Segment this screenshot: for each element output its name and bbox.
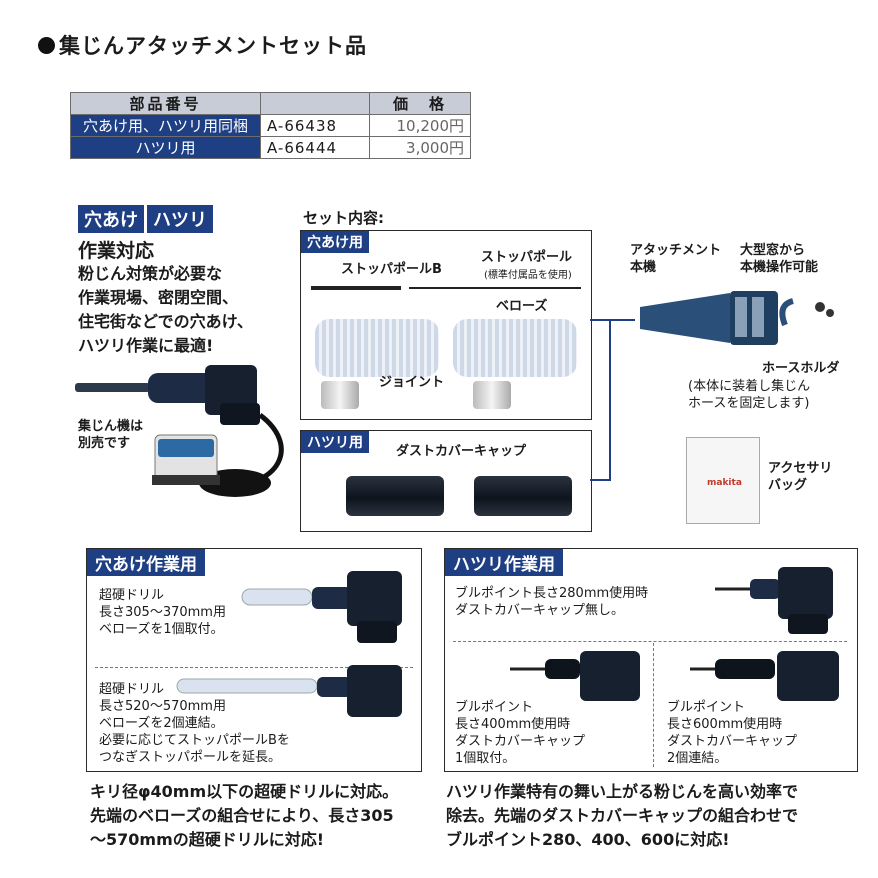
chip-case1-illustration xyxy=(715,567,833,634)
row-name: ハツリ用 xyxy=(70,136,261,159)
dust-cap-1 xyxy=(346,476,444,516)
attachment-illustration xyxy=(640,291,834,345)
dust-cap-2 xyxy=(474,476,572,516)
bellows-1 xyxy=(315,319,439,377)
drilling-footer: キリ径φ40mm以下の超硬ドリルに対応。 先端のベローズの組合せにより、長さ30… xyxy=(90,782,399,849)
header-name: 部品番号 xyxy=(70,92,261,115)
row-name: 穴あけ用、ハツリ用同梱 xyxy=(70,114,261,137)
header-part xyxy=(260,92,370,115)
row-part: A-66444 xyxy=(260,136,370,159)
row-part: A-66438 xyxy=(260,114,370,137)
table-row: 穴あけ用、ハツリ用同梱 A-66438 10,200円 xyxy=(70,114,471,137)
hammer-dust-collector-illustration xyxy=(75,365,284,497)
dust-collector-note: 集じん機は 別売です xyxy=(78,419,144,451)
stopper-b-label: ストッパポールB xyxy=(341,262,442,277)
holder-label: ホースホルダ xyxy=(762,361,840,376)
stopper-note: (標準付属品を使用) xyxy=(484,270,572,281)
drilling-tag: 穴あけ作業用 xyxy=(87,549,205,576)
attachment-label: アタッチメント 本機 xyxy=(630,243,722,275)
drilling-section: 穴あけ作業用 超硬ドリル 長さ305～370mm用 ベローズを1個取付。 超硬ド… xyxy=(86,548,422,772)
chip-case3-illustration xyxy=(690,651,839,701)
chipping-vdivider xyxy=(653,643,655,767)
chip-case2-illustration xyxy=(510,651,640,701)
intro-text: 粉じん対策が必要な 作業現場、密閉空間、 住宅街などでの穴あけ、 ハツリ作業に最… xyxy=(78,264,253,355)
tag-chipping: ハツリ xyxy=(147,205,213,233)
drilling-case1: 超硬ドリル 長さ305～370mm用 ベローズを1個取付。 xyxy=(99,588,226,637)
table-row: ハツリ用 A-66444 3,000円 xyxy=(70,136,471,159)
bellows-label: ベローズ xyxy=(496,299,548,314)
tag-drilling: 穴あけ xyxy=(78,205,144,233)
chipping-case1: ブルポイント長さ280mm使用時 ダストカバーキャップ無し。 xyxy=(455,586,649,618)
bag-logo: makita xyxy=(707,478,742,488)
table-header-row: 部品番号 価 格 xyxy=(70,92,471,115)
chipping-divider xyxy=(453,641,847,643)
drilling-divider xyxy=(95,667,413,669)
bullet-icon xyxy=(38,37,55,54)
chipping-tag: ハツリ作業用 xyxy=(445,549,563,576)
joint-2 xyxy=(473,381,511,409)
joint-1 xyxy=(321,381,359,409)
price-table: 部品番号 価 格 穴あけ用、ハツリ用同梱 A-66438 10,200円 ハツリ… xyxy=(70,92,471,159)
dust-cap-label: ダストカバーキャップ xyxy=(396,444,527,459)
window-label: 大型窓から 本機操作可能 xyxy=(740,243,819,275)
set-heading: セット内容: xyxy=(303,209,384,227)
bag-label: アクセサリ バッグ xyxy=(768,461,833,493)
chipping-section: ハツリ作業用 ブルポイント長さ280mm使用時 ダストカバーキャップ無し。 ブル… xyxy=(444,548,858,772)
chipping-case2: ブルポイント 長さ400mm使用時 ダストカバーキャップ 1個取付。 xyxy=(455,700,586,766)
stopper-pole xyxy=(409,287,581,289)
drilling-case2: 超硬ドリル 長さ520～570mm用 ベローズを2個連結。 必要に応じてストッパ… xyxy=(99,682,290,765)
drill-set-box: 穴あけ用 ストッパポールB ストッパポール (標準付属品を使用) ベローズ ジョ… xyxy=(300,230,592,420)
accessory-bag: makita xyxy=(686,437,760,524)
chipping-case3: ブルポイント 長さ600mm使用時 ダストカバーキャップ 2個連結。 xyxy=(667,700,798,766)
header-price: 価 格 xyxy=(369,92,471,115)
joint-label: ジョイント xyxy=(379,375,445,390)
holder-note: (本体に装着し集じん ホースを固定します) xyxy=(688,379,811,411)
row-price: 10,200円 xyxy=(369,114,471,137)
bellows-2 xyxy=(453,319,577,377)
connector-lines xyxy=(590,319,635,481)
chip-set-box: ハツリ用 ダストカバーキャップ xyxy=(300,430,592,532)
stopper-pole-b xyxy=(311,286,401,290)
page-title: 集じんアタッチメントセット品 xyxy=(38,30,367,60)
stopper-label: ストッパポール xyxy=(481,250,573,265)
usage-tags: 穴あけハツリ xyxy=(78,205,213,233)
chipping-footer: ハツリ作業特有の舞い上がる粉じんを高い効率で 除去。先端のダストカバーキャップの… xyxy=(446,782,799,849)
intro-heading: 作業対応 xyxy=(78,240,155,262)
row-price: 3,000円 xyxy=(369,136,471,159)
chip-set-label: ハツリ用 xyxy=(301,431,369,453)
drill-case2-illustration xyxy=(176,665,402,717)
drill-set-label: 穴あけ用 xyxy=(301,231,369,253)
drill-case1-illustration xyxy=(241,571,402,643)
